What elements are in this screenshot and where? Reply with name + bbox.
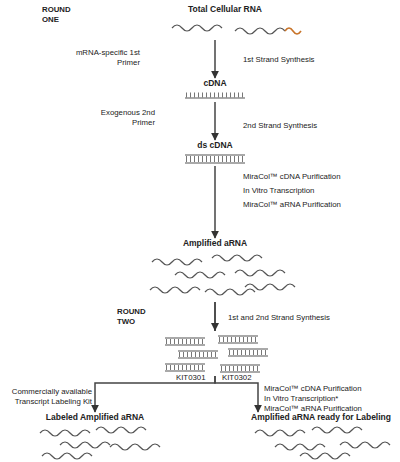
arna-strand — [205, 289, 255, 295]
polya-tail — [285, 28, 301, 34]
ds-cdna — [178, 351, 218, 358]
step-label: mRNA-specific 1st Primer — [66, 48, 140, 67]
arna-strand — [96, 427, 146, 433]
step-label: MiraCol™ aRNA Purification — [243, 200, 341, 210]
arna-strand — [300, 453, 350, 459]
arna-strand — [312, 427, 362, 433]
arna-strand — [255, 430, 305, 436]
step-label: In Vitro Transcription* — [264, 394, 338, 404]
ds-cdna — [165, 364, 205, 371]
arna-strand — [40, 430, 90, 436]
step-label: 1st Strand Synthesis — [243, 55, 315, 65]
stage-node: Amplified aRNA — [145, 238, 285, 302]
round-heading: ROUND TWO — [117, 307, 153, 326]
stage-node: Total Cellular RNA — [160, 4, 290, 40]
arna-strand — [60, 442, 110, 448]
arna-strand — [235, 270, 285, 276]
step-label: Commercially available Transcript Labeli… — [0, 387, 92, 406]
rna-strand — [172, 25, 222, 31]
arna-strand — [42, 453, 92, 459]
arna-strand — [212, 255, 262, 261]
arna-strand — [340, 442, 390, 448]
arna-strand — [152, 259, 202, 265]
arna-strand — [245, 284, 295, 290]
step-label: 1st and 2nd Strand Synthesis — [228, 313, 330, 323]
flow-arrow — [214, 102, 216, 140]
step-label: MiraCol™ cDNA Purification — [264, 384, 362, 394]
step-label: 2nd Strand Synthesis — [243, 121, 317, 131]
flow-arrow — [214, 40, 216, 78]
stage-node: cDNA — [175, 78, 255, 102]
stage-node: ds cDNA — [175, 140, 255, 166]
step-label: In Vitro Transcription — [243, 186, 314, 196]
stage-label: cDNA — [155, 78, 275, 89]
step-label: KIT0302 — [222, 373, 251, 383]
cdna-strand — [185, 97, 245, 98]
cover — [158, 331, 274, 376]
arrow-head — [211, 323, 219, 331]
flow-arrow — [214, 166, 216, 238]
stage-node: Labeled Amplified aRNA — [30, 412, 160, 460]
stage-label: Amplified aRNA ready for Labeling — [226, 412, 400, 423]
stage-label: Amplified aRNA — [125, 238, 305, 249]
stage-label: Total Cellular RNA — [140, 4, 310, 15]
arna-strand — [110, 444, 160, 450]
stage-label: ds cDNA — [155, 140, 275, 151]
rna-strand — [235, 28, 285, 34]
ds-cdna — [218, 336, 258, 343]
step-label: KIT0301 — [176, 373, 205, 383]
ds-cdna — [165, 338, 205, 345]
stage-node: Amplified aRNA ready for Labeling — [246, 412, 396, 460]
step-label: MiraCol™ aRNA Purification — [264, 404, 362, 414]
cdna-bases — [186, 93, 245, 98]
arna-strand — [175, 272, 225, 278]
arna-strand — [150, 287, 200, 293]
stage-label: Labeled Amplified aRNA — [10, 412, 180, 423]
ds-cdna — [185, 155, 245, 163]
arna-strand — [275, 444, 325, 450]
step-label: MiraCol™ cDNA Purification — [243, 172, 341, 182]
round-heading: ROUND ONE — [42, 5, 78, 24]
step-label: Exogenous 2nd Primer — [95, 108, 155, 127]
ds-cdna — [220, 365, 260, 372]
ds-cdna — [228, 349, 268, 356]
